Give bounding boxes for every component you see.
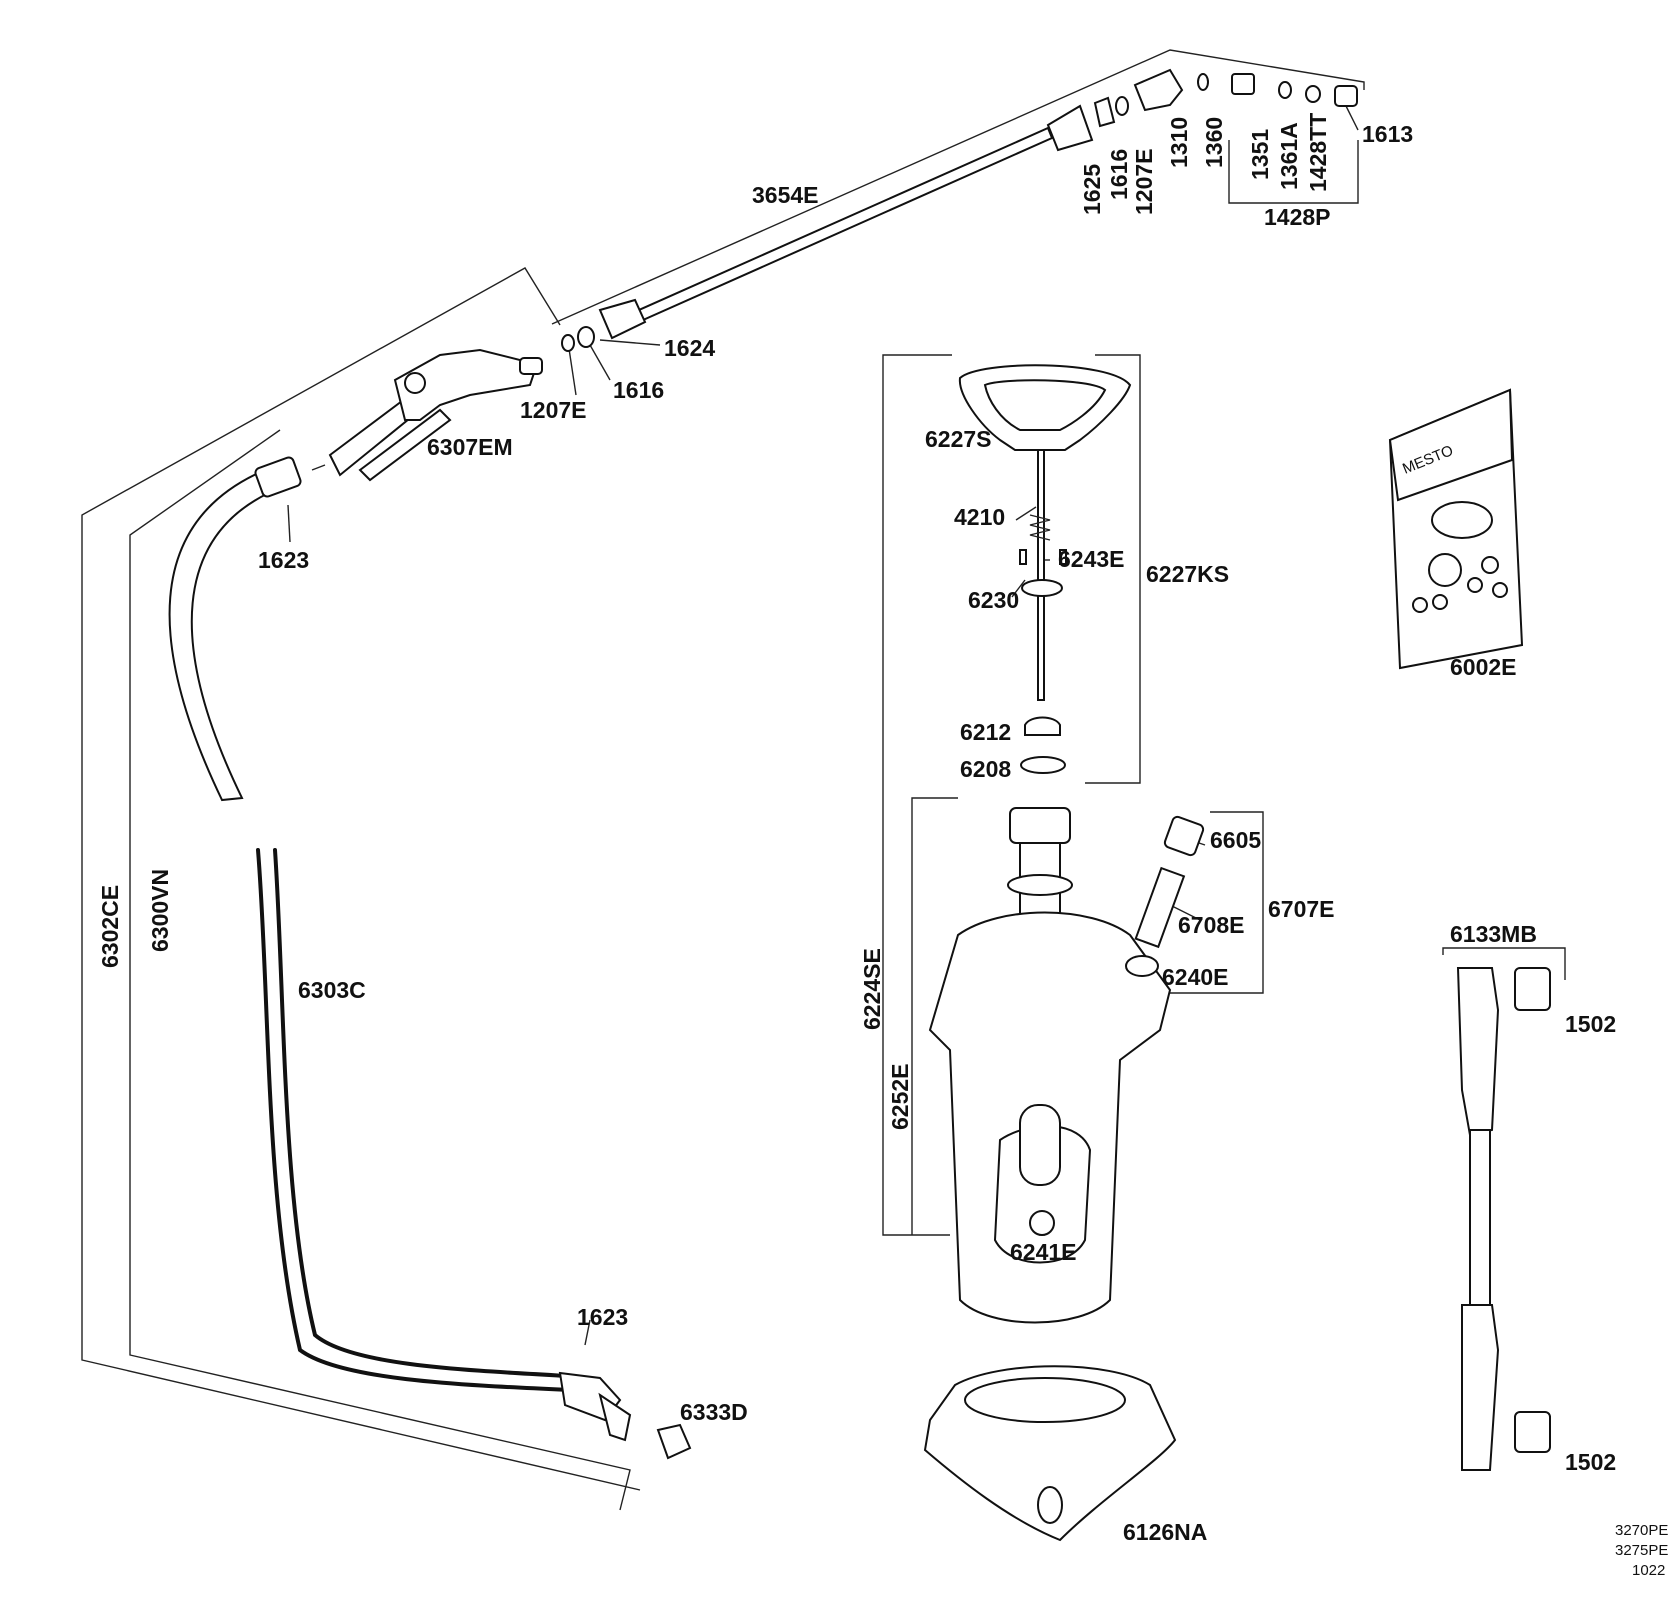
part-1351 (1231, 73, 1255, 95)
washer-1360 (1197, 73, 1209, 91)
oring-6240E (1125, 955, 1159, 977)
label-6126NA: 6126NA (1123, 1519, 1207, 1545)
part-1616-top (1093, 96, 1116, 128)
footer-line-1: 3270PE (1615, 1522, 1668, 1539)
elbow-1310 (1133, 68, 1184, 112)
label-1428TT: 1428TT (1305, 113, 1331, 192)
label-1502-bottom: 1502 (1565, 1449, 1616, 1475)
label-1502-top: 1502 (1565, 1011, 1616, 1037)
label-4210: 4210 (954, 504, 1005, 530)
label-1623-top: 1623 (258, 547, 309, 573)
label-1310: 1310 (1166, 117, 1192, 168)
washer-1207E-top (1115, 96, 1129, 116)
label-1361A: 1361A (1276, 122, 1302, 190)
lance-3654E (561, 68, 1358, 352)
valve-6241E (1029, 1210, 1055, 1236)
trigger-gun-6307EM (311, 348, 543, 482)
cap-6605 (1163, 815, 1205, 857)
label-1624: 1624 (664, 335, 715, 361)
label-1616-top: 1616 (1106, 149, 1132, 200)
label-6243E: 6243E (1058, 546, 1125, 572)
label-6227S: 6227S (925, 426, 992, 452)
part-1613 (1334, 85, 1358, 107)
label-1207E-top: 1207E (1131, 148, 1157, 215)
label-6302CE: 6302CE (97, 885, 123, 968)
label-6707E: 6707E (1268, 896, 1335, 922)
label-1351: 1351 (1247, 129, 1273, 180)
label-1616-bottom: 1616 (613, 377, 664, 403)
label-6240E: 6240E (1162, 964, 1229, 990)
footer-codes: 3270PE 3275PE 1022 (1615, 1522, 1668, 1579)
label-6708E: 6708E (1178, 912, 1245, 938)
label-6002E: 6002E (1450, 654, 1517, 680)
pump-assembly (958, 364, 1132, 774)
label-3654E: 3654E (752, 182, 819, 208)
part-labels: 3654E 1625 1616 1207E 1310 1360 1351 136… (97, 113, 1616, 1545)
label-6303C: 6303C (298, 977, 366, 1003)
hose-nut-1623-top (254, 456, 302, 498)
part-6333D (656, 1423, 692, 1460)
strap-6133MB (1456, 967, 1551, 1471)
label-6208: 6208 (960, 756, 1011, 782)
buckle-1502-bottom (1514, 1411, 1551, 1453)
label-6605: 6605 (1210, 827, 1261, 853)
label-1623-bottom: 1623 (577, 1304, 628, 1330)
washer-1207E (561, 334, 575, 352)
label-6300VN: 6300VN (147, 869, 173, 952)
nut-1625 (1046, 104, 1094, 152)
label-6241E: 6241E (1010, 1239, 1077, 1265)
label-6224SE: 6224SE (859, 948, 885, 1030)
label-1613: 1613 (1362, 121, 1413, 147)
label-6252E: 6252E (887, 1063, 913, 1130)
part-1428TT (1305, 85, 1321, 103)
label-6333D: 6333D (680, 1399, 748, 1425)
washer-1616 (577, 326, 595, 348)
label-1625: 1625 (1079, 164, 1105, 215)
buckle-1502-top (1514, 967, 1551, 1011)
label-1360: 1360 (1201, 117, 1227, 168)
footer-line-3: 1022 (1632, 1562, 1665, 1579)
label-6307EM: 6307EM (427, 434, 513, 460)
nut-1624 (598, 298, 647, 340)
label-1207E-bottom: 1207E (520, 397, 587, 423)
label-6133MB: 6133MB (1450, 921, 1537, 947)
valve-6708E (1134, 866, 1186, 949)
tank (928, 807, 1205, 1324)
label-card-6002E: MESTO (1388, 388, 1524, 670)
hose-6303C (168, 456, 692, 1460)
base-6126NA (923, 1365, 1177, 1542)
label-6230: 6230 (968, 587, 1019, 613)
label-1428P: 1428P (1264, 204, 1331, 230)
part-1361A (1278, 81, 1292, 99)
label-6227KS: 6227KS (1146, 561, 1229, 587)
label-6212: 6212 (960, 719, 1011, 745)
footer-line-2: 3275PE (1615, 1542, 1668, 1559)
